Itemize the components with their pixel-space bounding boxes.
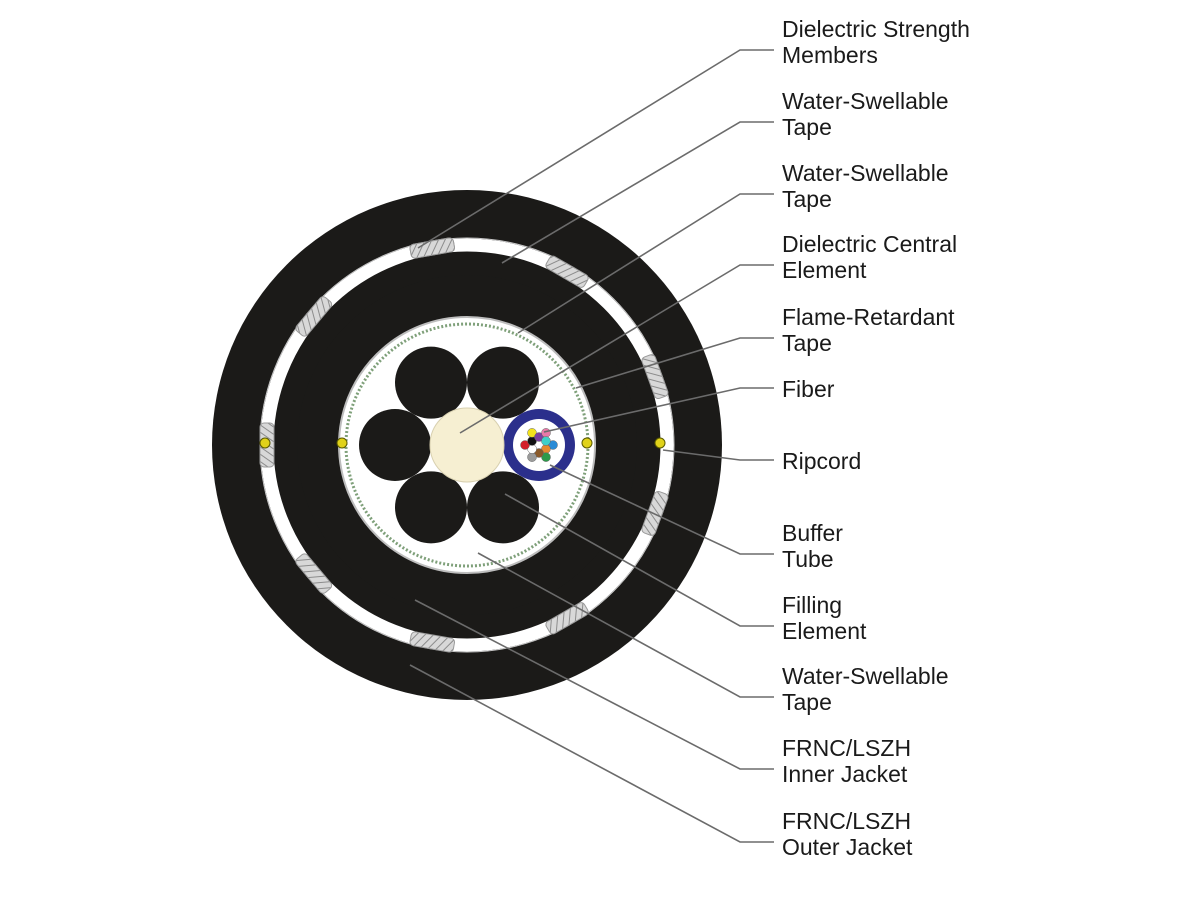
- label-line: Ripcord: [782, 448, 861, 474]
- label-line: FRNC/LSZH: [782, 735, 911, 761]
- fiber: [541, 452, 551, 462]
- core-elements: [359, 346, 575, 544]
- ripcord: [581, 437, 593, 449]
- leader-line: [575, 337, 774, 389]
- label-line: Dielectric Central: [782, 231, 957, 257]
- leader-line: [501, 121, 774, 264]
- strength-member: [545, 602, 589, 635]
- leader-line: [504, 493, 774, 627]
- ripcord: [259, 437, 271, 449]
- label-line: Fiber: [782, 376, 835, 402]
- label-line: Element: [782, 618, 867, 644]
- fiber: [548, 440, 558, 450]
- filling-element: [395, 346, 467, 419]
- fiber: [541, 436, 551, 446]
- label-6: Fiber: [782, 376, 835, 402]
- label-line: Flame-Retardant: [782, 304, 955, 330]
- label-line: Inner Jacket: [782, 761, 908, 787]
- cable-cross-section: [212, 190, 722, 700]
- fiber: [541, 428, 551, 438]
- leader-line: [477, 552, 774, 698]
- leader-line: [662, 449, 774, 461]
- filling-element: [395, 471, 467, 544]
- leader-line: [414, 599, 774, 770]
- label-line: Water-Swellable: [782, 160, 949, 186]
- label-line: Filling: [782, 592, 842, 618]
- label-7: Ripcord: [782, 448, 861, 474]
- label-line: Element: [782, 257, 867, 283]
- central-element: [429, 407, 505, 483]
- label-line: Tape: [782, 114, 832, 140]
- leader-line: [459, 264, 774, 434]
- fiber: [527, 428, 537, 438]
- ripcord: [654, 437, 666, 449]
- leader-line: [549, 464, 774, 555]
- label-line: Members: [782, 42, 878, 68]
- strength-member: [295, 553, 333, 594]
- label-line: Tape: [782, 330, 832, 356]
- leader-line: [543, 387, 774, 433]
- strength-member: [545, 255, 589, 288]
- leader-line: [417, 49, 774, 249]
- filling-element: [467, 346, 539, 419]
- label-line: Water-Swellable: [782, 88, 949, 114]
- label-line: Tube: [782, 546, 834, 572]
- filling-element: [467, 471, 539, 544]
- filling-element: [359, 409, 431, 481]
- strength-member: [409, 631, 456, 653]
- strength-member: [295, 296, 333, 337]
- leader-line: [409, 664, 774, 843]
- strength-member: [409, 237, 456, 259]
- label-line: Dielectric Strength: [782, 16, 970, 42]
- fiber-bundle: [520, 428, 558, 462]
- leader-line: [517, 193, 774, 334]
- buffer-tube-interior: [513, 419, 565, 471]
- ripcord: [336, 437, 348, 449]
- fiber: [527, 452, 537, 462]
- leader-lines: [409, 49, 774, 843]
- label-line: Tape: [782, 186, 832, 212]
- label-line: Buffer: [782, 520, 843, 546]
- label-line: Water-Swellable: [782, 663, 949, 689]
- fiber: [520, 440, 530, 450]
- label-line: Tape: [782, 689, 832, 715]
- label-line: FRNC/LSZH: [782, 808, 911, 834]
- label-line: Outer Jacket: [782, 834, 913, 860]
